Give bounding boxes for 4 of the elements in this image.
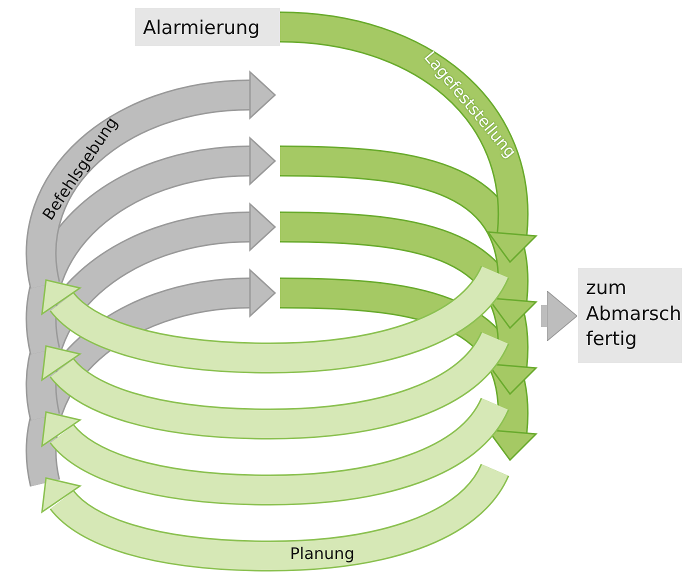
arrow	[541, 290, 578, 342]
stage-box: zum Abmarsch fertig	[578, 268, 682, 363]
stage-box: Alarmierung	[135, 8, 280, 46]
stage-label: Planung	[290, 544, 354, 562]
